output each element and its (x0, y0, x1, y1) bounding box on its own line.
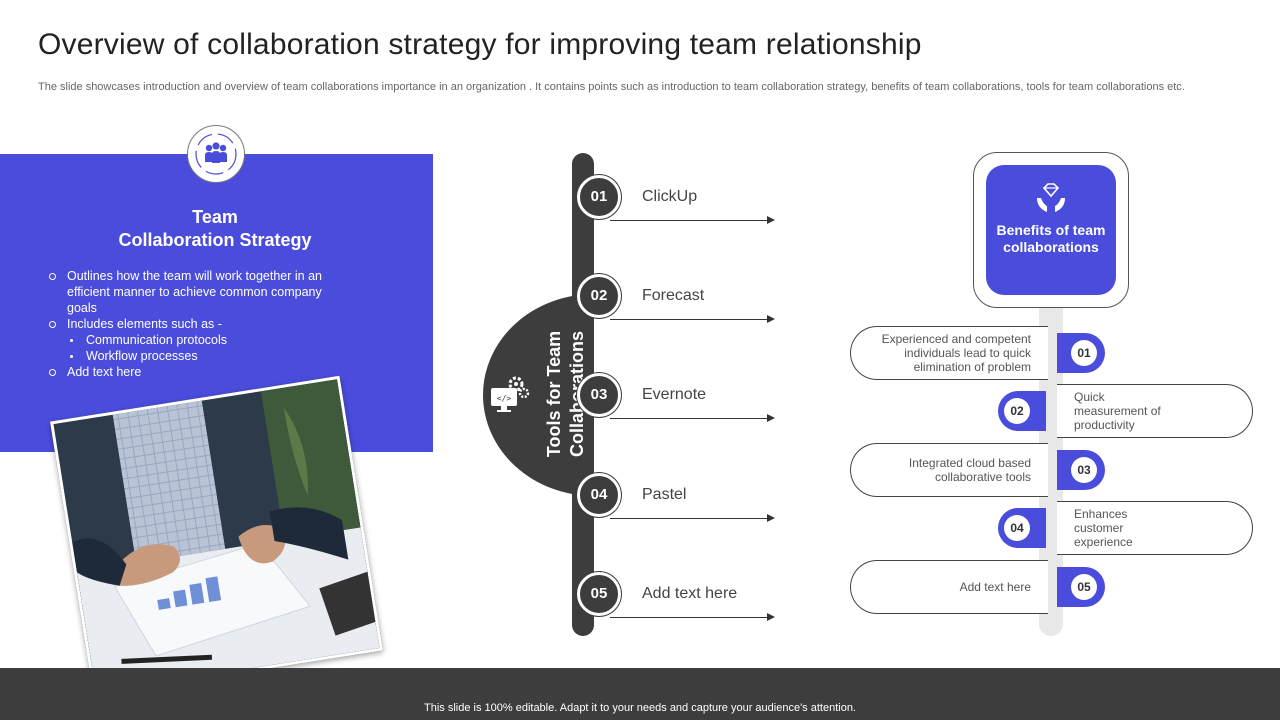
tool-arrow (610, 514, 775, 522)
strategy-title: Team Collaboration Strategy (100, 206, 330, 252)
benefit-number: 04 (1004, 515, 1030, 541)
sub-bullet-item: Workflow processes (48, 348, 348, 364)
sub-bullet-item: Communication protocols (48, 332, 348, 348)
benefit-number: 01 (1071, 340, 1097, 366)
tool-number: 01 (577, 175, 621, 219)
svg-text:</>: </> (497, 394, 512, 403)
benefit-text: Enhances customer experience (1074, 507, 1133, 549)
benefit-item: Integrated cloud based collaborative too… (850, 443, 1048, 497)
footer-text: This slide is 100% editable. Adapt it to… (424, 702, 856, 714)
benefit-text: Experienced and competent individuals le… (881, 332, 1031, 374)
tool-arrow (610, 216, 775, 224)
benefit-number: 05 (1071, 574, 1097, 600)
team-icon (187, 125, 245, 183)
gear-monitor-icon: </> (488, 374, 530, 416)
strategy-title-line1: Team (192, 207, 238, 227)
tool-label: Evernote (642, 386, 707, 403)
tool-label: ClickUp (642, 188, 698, 205)
benefit-text: Quick measurement of productivity (1074, 390, 1161, 432)
bullet-item: Includes elements such as - (48, 316, 348, 332)
tool-label: Forecast (642, 287, 705, 304)
tool-number: 03 (577, 373, 621, 417)
diamond-hands-icon (1034, 180, 1068, 216)
benefit-item: Add text here (850, 560, 1048, 614)
benefit-text: Integrated cloud based collaborative too… (908, 456, 1031, 484)
tool-number: 05 (577, 572, 621, 616)
tool-label: Add text here (642, 585, 738, 602)
tool-arrow (610, 414, 775, 422)
benefit-number: 03 (1071, 457, 1097, 483)
bullet-item: Outlines how the team will work together… (48, 268, 348, 316)
strategy-bullet-list: Outlines how the team will work together… (48, 268, 348, 380)
benefit-item: Experienced and competent individuals le… (850, 326, 1048, 380)
benefits-box-fill (986, 165, 1116, 295)
benefit-item: Enhances customer experience (1057, 501, 1253, 555)
benefit-item: Quick measurement of productivity (1057, 384, 1253, 438)
benefits-heading: Benefits of team collaborations (996, 222, 1106, 255)
tool-arrow (610, 315, 775, 323)
tool-number: 02 (577, 274, 621, 318)
tool-label: Pastel (642, 486, 687, 503)
benefit-text: Add text here (959, 580, 1031, 594)
tools-heading-line1: Tools for Team (544, 330, 564, 458)
slide-title: Overview of collaboration strategy for i… (38, 28, 922, 61)
businessman-tablet-photo (50, 375, 383, 697)
slide-subtitle: The slide showcases introduction and ove… (38, 81, 1185, 93)
tool-arrow (610, 613, 775, 621)
tool-number: 04 (577, 473, 621, 517)
benefit-number: 02 (1004, 398, 1030, 424)
strategy-title-line2: Collaboration Strategy (118, 230, 312, 250)
footer-bar (0, 668, 1280, 720)
bullet-item: Add text here (48, 364, 348, 380)
